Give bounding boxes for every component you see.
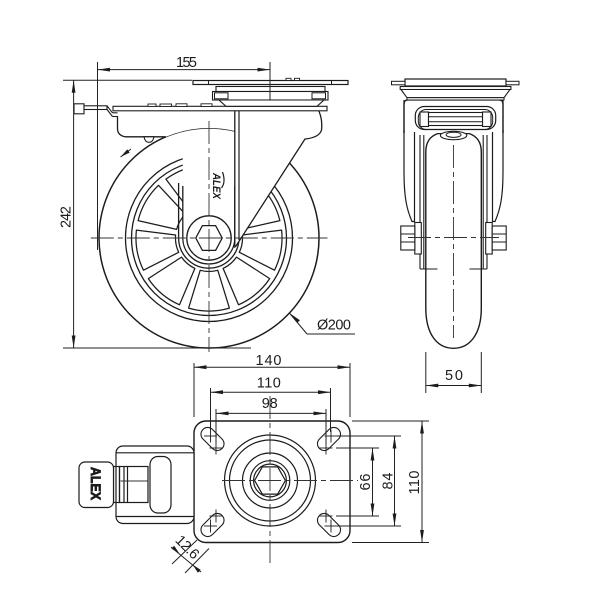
- svg-text:155: 155: [176, 55, 197, 71]
- svg-text:110: 110: [257, 376, 281, 392]
- svg-text:242: 242: [58, 206, 74, 228]
- svg-text:84: 84: [381, 473, 397, 490]
- svg-text:Ø200: Ø200: [317, 318, 351, 334]
- svg-text:ALEX: ALEX: [210, 172, 222, 199]
- svg-text:98: 98: [262, 396, 278, 412]
- svg-text:140: 140: [256, 353, 282, 369]
- svg-text:ALEX: ALEX: [88, 467, 104, 501]
- svg-text:110: 110: [407, 471, 423, 495]
- svg-text:50: 50: [445, 368, 463, 384]
- svg-text:66: 66: [358, 474, 374, 491]
